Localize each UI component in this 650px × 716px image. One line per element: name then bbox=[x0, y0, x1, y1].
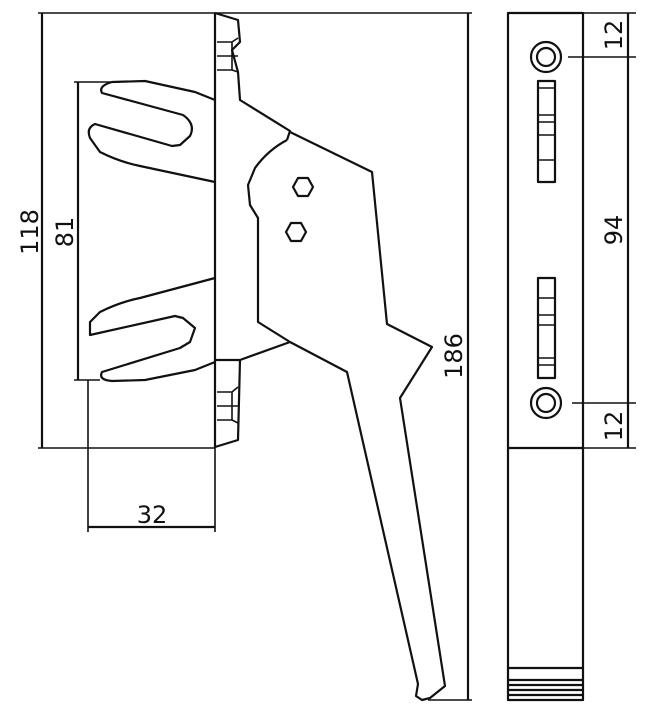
front-plate bbox=[506, 11, 585, 702]
dim-label-bottom-12: 12 bbox=[600, 411, 628, 442]
upper-slot bbox=[536, 79, 557, 184]
dim-label-81: 81 bbox=[51, 217, 79, 248]
dim-label-top-12: 12 bbox=[600, 20, 628, 51]
top-screw-hole-outer bbox=[529, 40, 563, 74]
dim-label-94: 94 bbox=[600, 215, 628, 246]
dim-label-186: 186 bbox=[440, 333, 468, 379]
lever-body bbox=[246, 131, 447, 702]
pivot-hole-upper bbox=[291, 176, 315, 198]
bottom-screw-head bbox=[217, 386, 239, 424]
bottom-screw-hole-inner bbox=[535, 392, 557, 414]
top-screw-hole-inner bbox=[535, 46, 557, 68]
bottom-screw-hole-outer bbox=[529, 386, 563, 420]
grip-ridges bbox=[508, 666, 583, 697]
lower-fork bbox=[88, 276, 216, 383]
dim-label-32: 32 bbox=[137, 501, 168, 529]
bottom-mount-block bbox=[214, 359, 242, 449]
front-view: 12 94 12 bbox=[506, 11, 636, 702]
top-screw-head bbox=[217, 37, 239, 73]
dim-label-118: 118 bbox=[16, 209, 44, 255]
lower-slot bbox=[536, 276, 557, 380]
lever-lower-web bbox=[215, 340, 291, 362]
top-mount-block bbox=[214, 11, 292, 141]
upper-fork bbox=[87, 79, 216, 184]
pivot-hole-lower bbox=[284, 221, 308, 243]
side-view: 118 81 32 186 bbox=[16, 11, 472, 702]
